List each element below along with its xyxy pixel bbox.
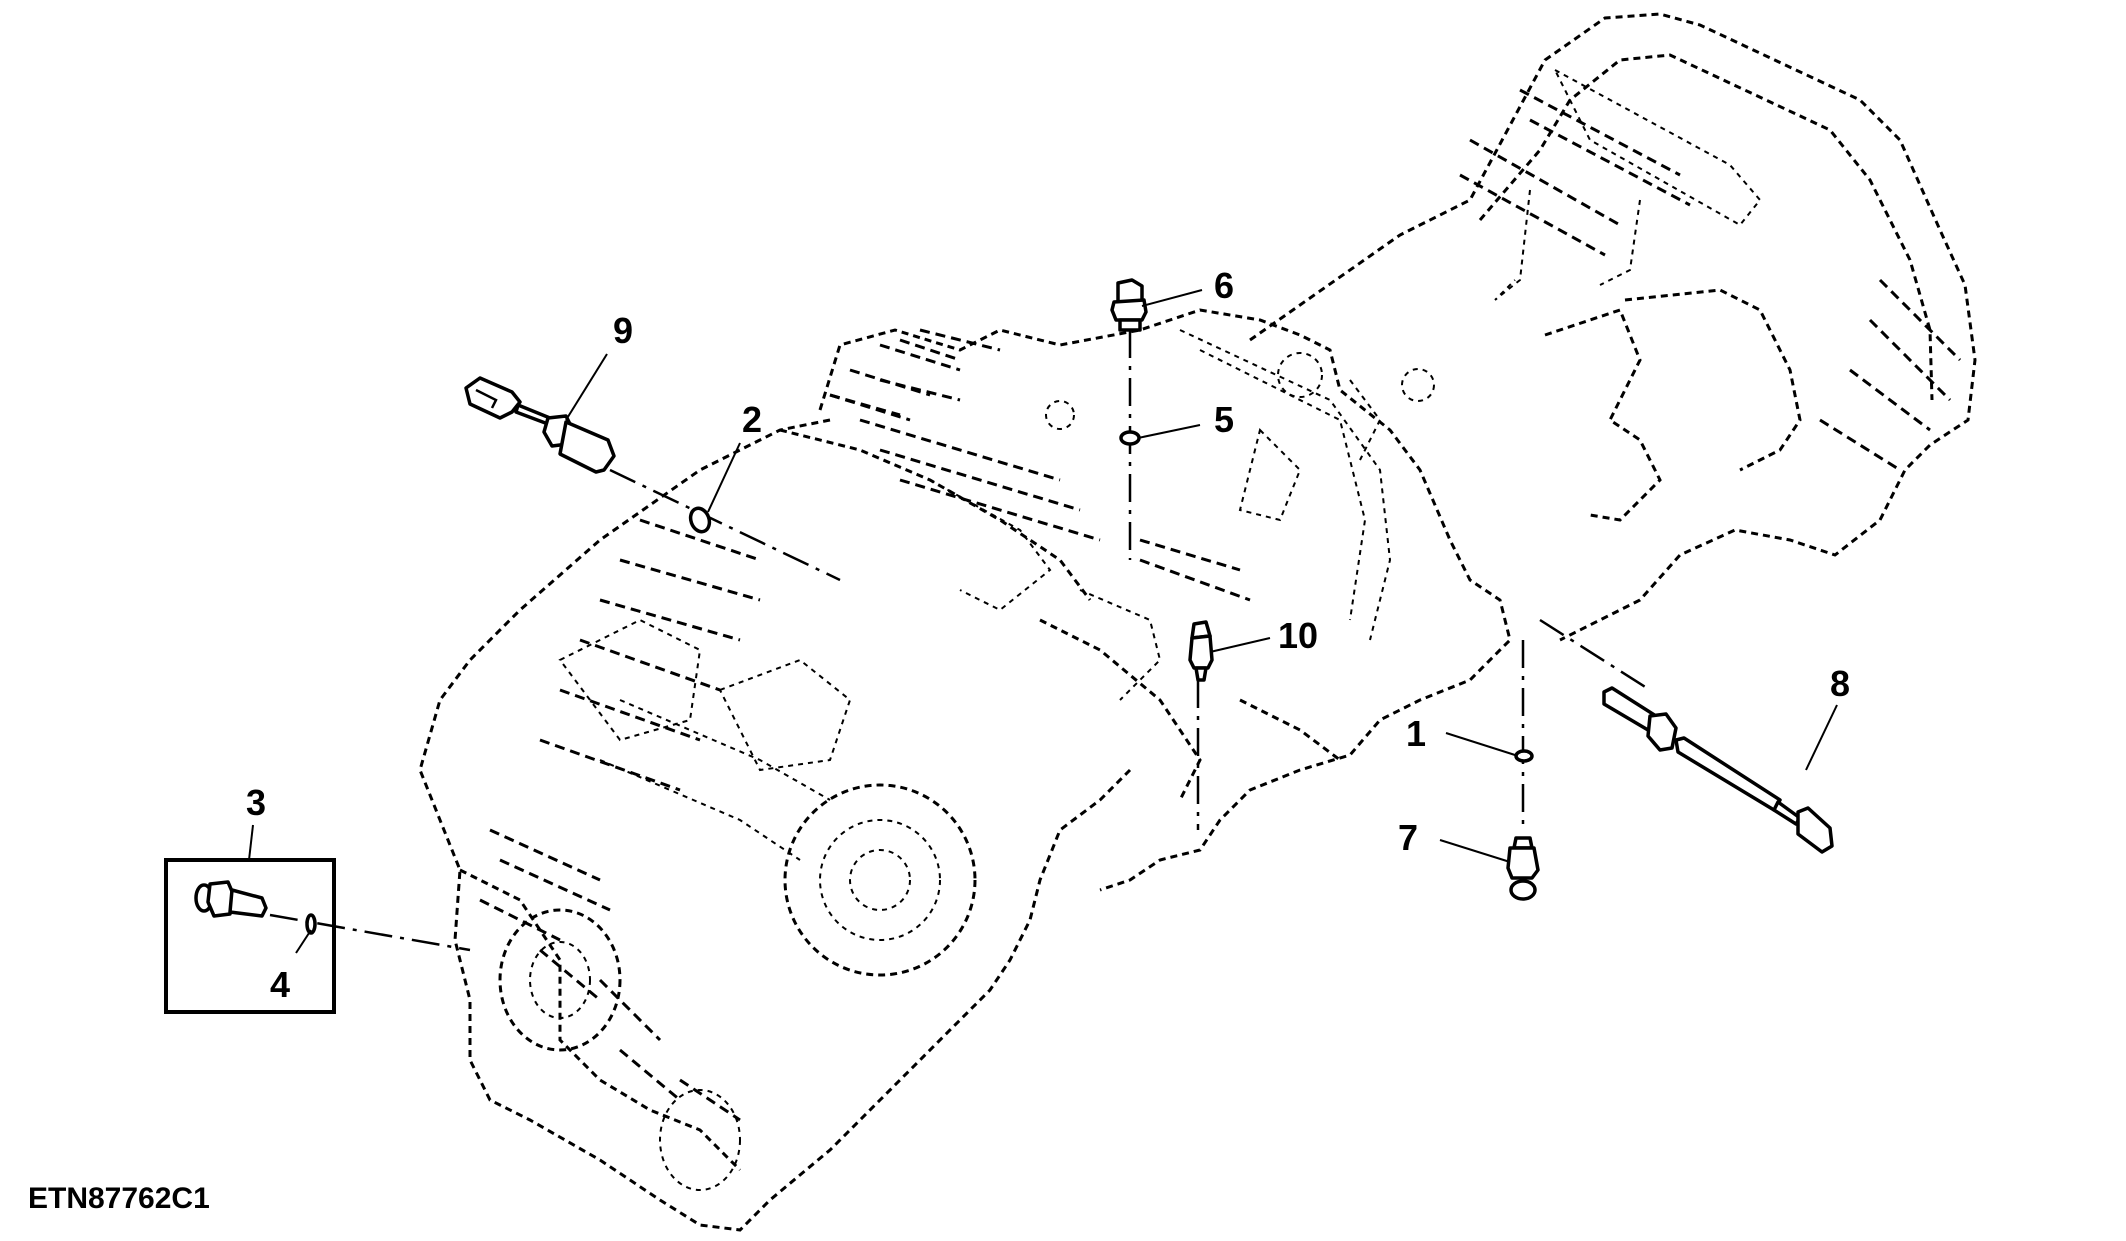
mid-housing-boss-b	[1045, 400, 1075, 430]
part-3-hex[interactable]	[206, 880, 236, 918]
rear-housing-top-face	[1552, 67, 1762, 227]
part-10-switch[interactable]	[1188, 620, 1214, 682]
transmission-housing	[418, 12, 1977, 1232]
front-housing-bore-low	[659, 1089, 741, 1191]
front-housing-face-outer	[459, 868, 742, 1172]
callout-labels: 9 2 6 5 10 1 7 8 3 4	[246, 265, 1850, 1005]
leader-8	[1805, 704, 1838, 771]
part-3-switch[interactable]	[194, 880, 268, 918]
front-housing-mount-pad	[829, 338, 961, 417]
part-9-connector-latch	[475, 388, 498, 409]
part-8-hex[interactable]	[1646, 712, 1678, 752]
rear-housing-flange	[1624, 288, 1802, 472]
part-10-tip	[1194, 666, 1208, 682]
rear-housing-outline	[1249, 12, 1977, 642]
leader-9	[565, 353, 608, 421]
leader-1	[1445, 732, 1516, 756]
front-housing-rib	[599, 699, 831, 861]
front-housing-upper-pocket	[558, 618, 852, 772]
callout-2: 2	[742, 399, 762, 440]
part-4-o-ring[interactable]	[305, 913, 317, 935]
front-housing-bore-left	[498, 908, 622, 1052]
rear-housing-inner-outline	[1478, 53, 1934, 401]
mid-housing-detail-a	[1238, 379, 1382, 522]
part-7-base[interactable]	[1509, 879, 1537, 901]
part-6-thread	[1118, 318, 1142, 332]
callout-5: 5	[1214, 399, 1234, 440]
callout-3: 3	[246, 782, 266, 823]
callout-1: 1	[1406, 713, 1426, 754]
callout-10: 10	[1278, 615, 1318, 656]
part-10-body[interactable]	[1188, 634, 1214, 670]
part-2-o-ring[interactable]	[687, 506, 712, 535]
mid-housing-lower-rail	[1039, 618, 1341, 801]
callout-4: 4	[270, 964, 290, 1005]
front-housing-outline	[418, 418, 1132, 1232]
rear-housing-bracket	[1544, 308, 1662, 522]
front-housing-bore-inner	[819, 819, 941, 941]
rear-housing-top-band	[1459, 88, 1691, 257]
callout-8: 8	[1830, 663, 1850, 704]
callout-9: 9	[613, 310, 633, 351]
mid-housing-outline	[818, 308, 1512, 892]
centerline-8	[1539, 618, 1651, 692]
part-8-wire	[1772, 800, 1802, 826]
front-housing-top-rail	[779, 428, 1092, 601]
callout-7: 7	[1398, 817, 1418, 858]
part-9-temperature-sensor[interactable]	[464, 376, 616, 474]
mid-housing-gasket	[1179, 329, 1392, 641]
part-6-hex[interactable]	[1110, 298, 1148, 322]
callout-6: 6	[1214, 265, 1234, 306]
centerlines	[269, 330, 1651, 952]
part-6-switch[interactable]	[1110, 278, 1148, 332]
part-1-o-ring[interactable]	[1514, 749, 1534, 763]
part-7-switch[interactable]	[1506, 836, 1540, 901]
part-9-wire	[514, 403, 552, 426]
mid-housing-boss-a	[1277, 352, 1323, 398]
part-7-hex[interactable]	[1506, 846, 1540, 880]
part-9-probe[interactable]	[558, 420, 616, 474]
mid-housing-top-hatch	[829, 328, 1251, 602]
front-housing-bore-hub	[849, 849, 911, 911]
centerline-3-4	[269, 913, 471, 952]
part-8-sleeve	[1674, 736, 1782, 812]
leader-lines	[248, 289, 1838, 954]
leader-2	[707, 442, 741, 513]
inset-frame	[164, 858, 336, 1014]
centerline-9-2	[609, 468, 841, 582]
front-housing-face-hatch	[479, 828, 741, 1122]
part-3-shank[interactable]	[228, 888, 268, 918]
part-8-temperature-sensor[interactable]	[1602, 686, 1834, 854]
leader-4	[295, 929, 312, 954]
rear-housing-boss	[1401, 368, 1435, 402]
figure-id: ETN87762C1	[28, 1182, 210, 1215]
rear-housing-side	[1819, 278, 1962, 472]
part-8-connector[interactable]	[1796, 806, 1834, 854]
mid-housing-detail-b	[929, 479, 1162, 701]
leader-3	[248, 824, 254, 861]
leader-10	[1209, 637, 1271, 653]
rear-housing-web	[1494, 189, 1641, 301]
leader-5	[1137, 424, 1201, 439]
front-housing-top-hatch	[539, 518, 761, 792]
part-5-o-ring[interactable]	[1119, 430, 1141, 446]
leader-6	[1141, 289, 1203, 307]
leader-7	[1439, 839, 1511, 863]
front-housing-bore-left-inner	[529, 941, 591, 1019]
front-housing-bore-large	[783, 783, 977, 977]
inset-box-3-4	[164, 858, 336, 1014]
